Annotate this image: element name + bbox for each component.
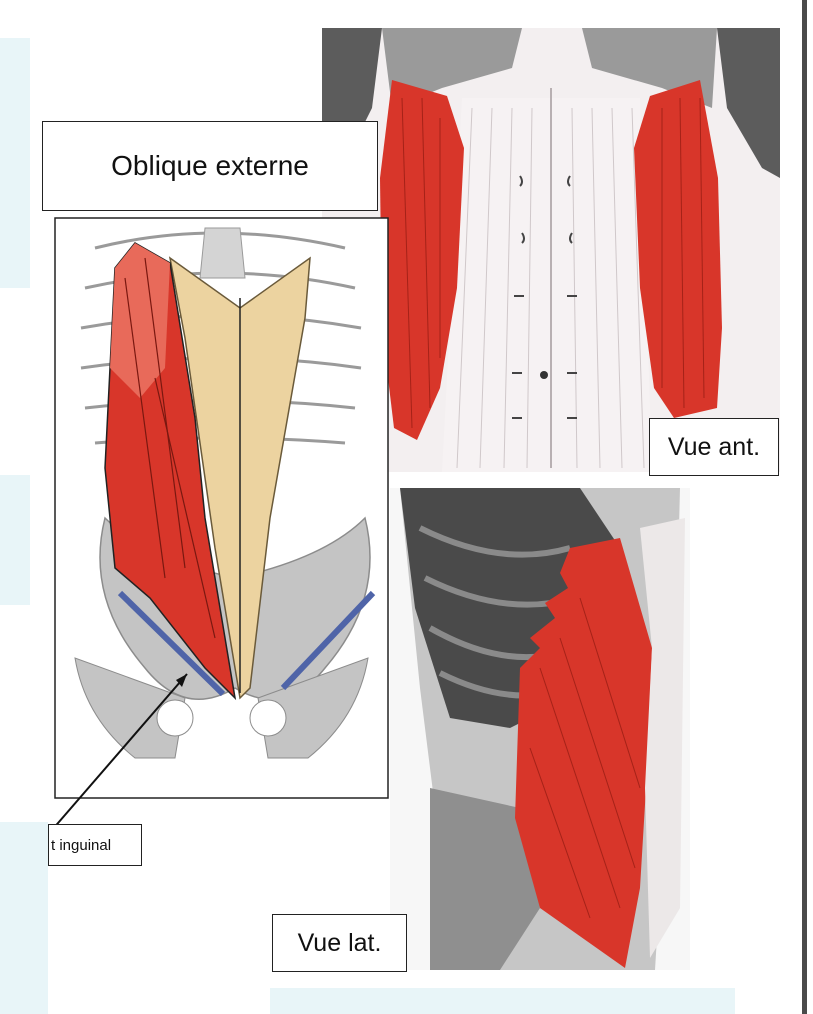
external-oblique-diagram bbox=[54, 217, 389, 799]
bottom-panel bbox=[270, 988, 735, 1014]
side-panel-middle bbox=[0, 475, 30, 605]
diagram-title: Oblique externe bbox=[42, 121, 378, 211]
lateral-view-illustration bbox=[390, 488, 690, 970]
anterior-view-illustration bbox=[322, 28, 780, 472]
side-panel-bottom bbox=[0, 822, 48, 1014]
ligament-label: t inguinal bbox=[48, 824, 142, 866]
right-border-rule bbox=[802, 0, 807, 1014]
anterior-view-label: Vue ant. bbox=[649, 418, 779, 476]
lateral-view-label: Vue lat. bbox=[272, 914, 407, 972]
side-panel-top bbox=[0, 38, 30, 288]
